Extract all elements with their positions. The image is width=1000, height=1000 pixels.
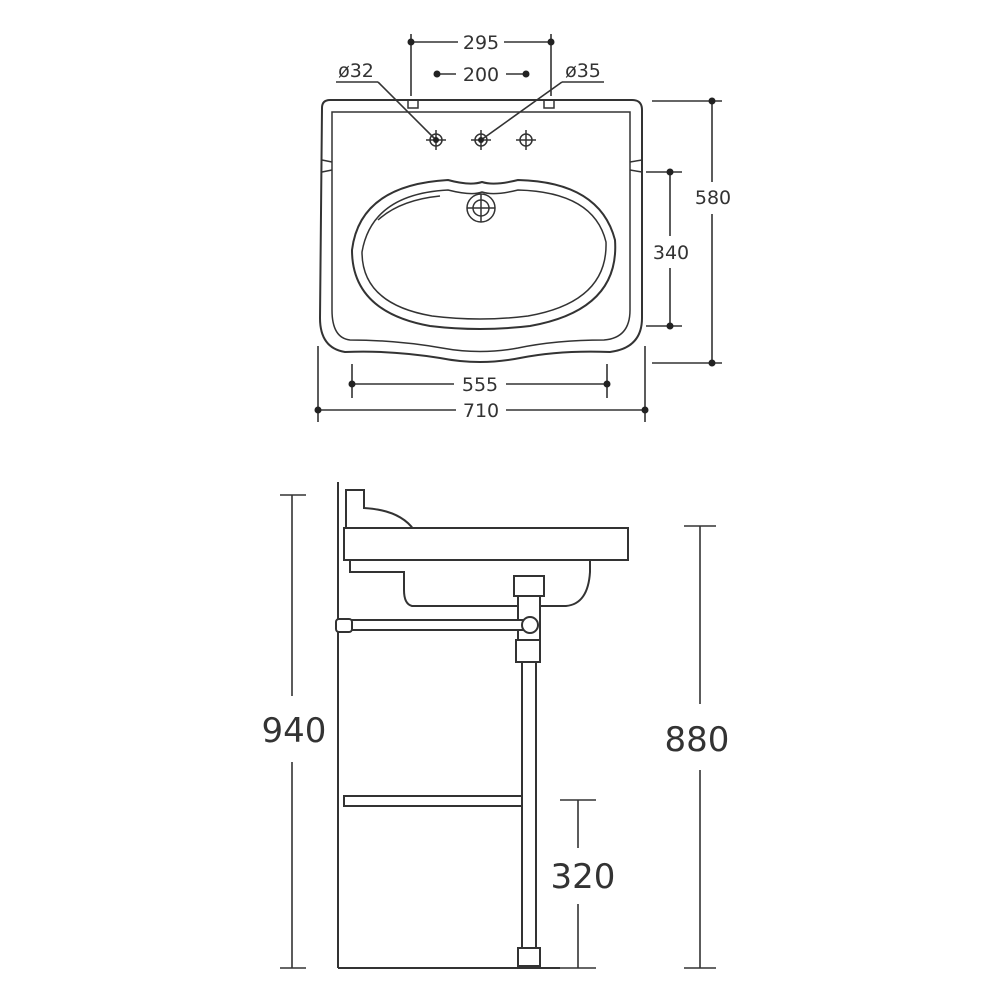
dim-880: 880 xyxy=(665,525,730,969)
rim-hole-right xyxy=(543,99,555,109)
dim-hole-left-label: ø32 xyxy=(338,60,374,82)
dim-555-label: 555 xyxy=(462,374,498,396)
dim-hole-right-label: ø35 xyxy=(565,60,601,82)
basin-rim-inner xyxy=(331,111,631,353)
dim-200: 200 xyxy=(433,64,530,86)
bowl-highlight xyxy=(377,195,441,221)
side-view: 940 880 320 xyxy=(262,482,730,969)
dim-340-label: 340 xyxy=(653,242,689,264)
dim-710-label: 710 xyxy=(463,400,499,422)
plan-view: 295 200 ø32 ø35 xyxy=(314,32,731,422)
dim-580: 580 xyxy=(652,97,731,367)
basin-outer-outline xyxy=(318,99,643,363)
dim-940-label: 940 xyxy=(262,711,327,751)
bowl-outline xyxy=(350,178,617,330)
dim-hole-left: ø32 xyxy=(336,60,439,143)
dim-555: 555 xyxy=(348,364,611,398)
basin-backsplash xyxy=(345,489,416,531)
dim-940: 940 xyxy=(262,494,327,969)
dim-hole-right: ø35 xyxy=(478,60,604,143)
dim-320: 320 xyxy=(551,799,616,969)
tap-right-icon xyxy=(516,130,536,150)
basin-lower-body xyxy=(349,559,591,607)
drain-icon xyxy=(466,193,496,223)
dim-295: 295 xyxy=(407,32,555,96)
trap-collar xyxy=(515,639,541,663)
dim-580-label: 580 xyxy=(695,187,731,209)
dim-340: 340 xyxy=(646,168,689,330)
leg-foot xyxy=(517,947,541,967)
towel-rail xyxy=(335,616,539,634)
dim-295-label: 295 xyxy=(463,32,499,54)
basin-right-ledge xyxy=(629,159,643,173)
basin-top-slab xyxy=(343,527,629,561)
lower-shelf xyxy=(343,795,523,807)
rim-hole-left xyxy=(407,99,419,109)
dim-200-label: 200 xyxy=(463,64,499,86)
dim-880-label: 880 xyxy=(665,720,730,760)
dim-710: 710 xyxy=(314,346,649,422)
dim-320-label: 320 xyxy=(551,857,616,897)
waste-fitting xyxy=(513,575,545,597)
basin-left-ledge xyxy=(321,159,333,173)
bowl-inner-line xyxy=(361,189,607,320)
